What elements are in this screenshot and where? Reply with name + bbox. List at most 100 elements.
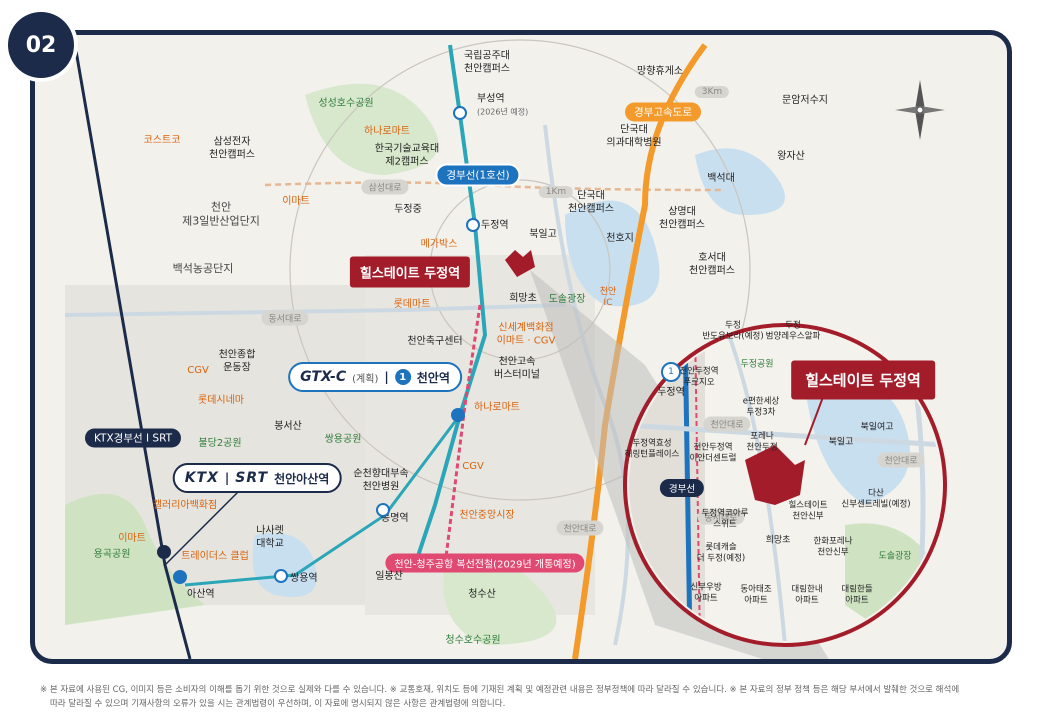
place-label: 갤러리아백화점 — [152, 499, 218, 511]
place-label: 천안축구센터 — [407, 335, 463, 347]
line-number-icon: 1 — [394, 369, 411, 385]
green-area — [305, 83, 439, 175]
place-label: 문암저수지 — [782, 94, 828, 106]
place-label: 북일고 — [529, 228, 557, 240]
divider: | — [384, 370, 389, 384]
road-label: 동서대로 — [261, 310, 309, 326]
site-callout: 힐스테이트 두정역 — [349, 256, 471, 288]
park-label: 청수호수공원 — [445, 634, 501, 646]
map-canvas — [64, 39, 947, 659]
station-marker-icon — [376, 503, 390, 517]
road-label: 삼성대로 — [361, 179, 409, 195]
ktx-srt-pill: KTX경부선 I SRT — [84, 428, 182, 448]
inset-label: 북일고 — [828, 437, 854, 448]
page-number: 02 — [25, 32, 57, 58]
park-label: 불당2공원 — [198, 437, 242, 449]
inset-station-dujeong: 두정역 — [657, 386, 685, 398]
page-number-badge: 02 — [8, 12, 74, 78]
place-label: 백석대 — [707, 172, 735, 184]
water-area — [252, 533, 317, 597]
gtx-cheonan-station: GTX-C (계획) | 1 천안역 — [288, 362, 462, 392]
inset-line-number-icon: 1 — [661, 362, 681, 382]
gyeongbu-line-pill: 경부선(1호선) — [435, 163, 521, 187]
compass-icon — [895, 80, 945, 140]
dongseo-road — [64, 303, 566, 317]
train-icon — [157, 545, 171, 559]
ktx-cheonan-asan-station: KTX | SRT 천안아산역 — [172, 463, 342, 493]
inset-gyeongbu-pill: 경부선 — [659, 479, 705, 497]
park-label: 성성호수공원 — [318, 97, 374, 109]
site-marker — [505, 250, 535, 277]
train-icon — [173, 570, 187, 584]
green-area — [65, 493, 205, 625]
place-label: 백석농공단지 — [172, 262, 234, 276]
place-label: CGV — [462, 460, 484, 472]
radius-3km — [289, 39, 751, 501]
station-marker-icon — [466, 218, 480, 232]
gyeongbu-expressway — [572, 43, 708, 659]
north-line — [443, 304, 482, 566]
srt-logo: SRT — [235, 470, 269, 486]
road-label: 천안대로 — [703, 416, 751, 432]
station-marker-icon — [453, 106, 467, 120]
mart-label: 롯데마트 — [393, 298, 431, 310]
station-asan: 아산역 — [187, 588, 215, 600]
place-label: 메가박스 — [420, 238, 458, 250]
green-area — [443, 559, 557, 645]
road-label: 천안대로 — [556, 520, 604, 536]
train-icon — [451, 408, 465, 422]
water-area — [695, 148, 785, 215]
ktx-logo: KTX — [184, 470, 219, 486]
place-label: 천호지 — [606, 232, 634, 244]
distance-label: 1Km — [538, 186, 574, 198]
park-label: 쌍용공원 — [324, 433, 362, 445]
footnote-line2: 따라 달라질 수 있으며 기재사항의 오류가 있을 시는 관계법령이 우선하며,… — [50, 698, 506, 709]
mart-label: 하나로마트 — [364, 125, 410, 137]
ktx-station-name: 천안아산역 — [274, 471, 330, 486]
mart-label: 코스트코 — [143, 134, 181, 146]
mart-label: 트레이더스 클럽 — [181, 550, 249, 562]
inset-label: 두정공원 — [740, 359, 774, 370]
station-dujeong: 두정역 — [481, 219, 509, 231]
mart-label: 하나로마트 — [474, 401, 520, 413]
divider: | — [224, 471, 230, 485]
inset-label: 도솔광장 — [878, 551, 912, 562]
inset-site-callout: 힐스테이트 두정역 — [791, 360, 935, 400]
north-line-pill: 천안-청주공항 복선전철(2029년 개통예정) — [385, 553, 585, 573]
station-ssangyong: 쌍용역 — [290, 572, 318, 584]
inset-label: 북일여고 — [860, 422, 894, 433]
gtx-planned: (계획) — [352, 373, 379, 385]
footnote-line1: ※ 본 자료에 사용된 CG, 이미지 등은 소비자의 이해를 돕기 위한 것으… — [40, 685, 960, 695]
place-label: 희망초 — [509, 292, 537, 304]
road-label: 동서대로 — [697, 509, 745, 525]
place-label: 롯데시네마 — [198, 394, 244, 406]
footnote: ※ 본 자료에 사용된 CG, 이미지 등은 소비자의 이해를 돕기 위한 것으… — [40, 684, 1010, 711]
station-bongmyeong: 봉명역 — [381, 512, 409, 524]
mart-label: 이마트 — [118, 532, 146, 544]
gtx-station-name: 천안역 — [416, 370, 450, 385]
